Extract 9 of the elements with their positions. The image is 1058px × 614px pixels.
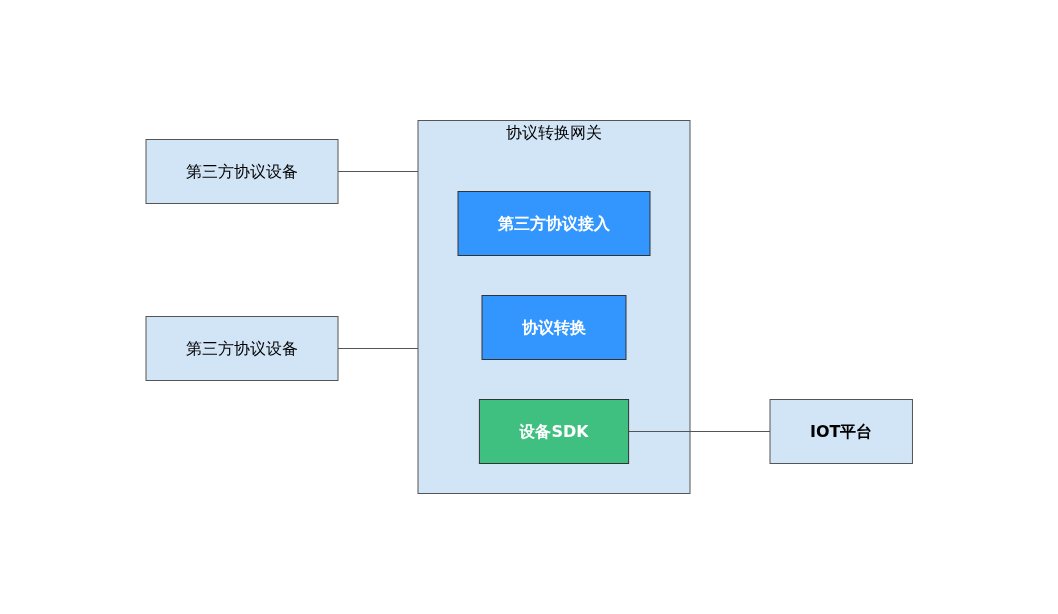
connector bbox=[627, 431, 771, 432]
node-box: 设备SDK bbox=[478, 399, 629, 464]
node-box: IOT平台 bbox=[769, 399, 913, 464]
node-box: 协议转换 bbox=[481, 295, 627, 360]
connector bbox=[337, 348, 419, 349]
node-box: 第三方协议接入 bbox=[457, 191, 651, 256]
node-box: 第三方协议设备 bbox=[145, 316, 339, 381]
connector bbox=[337, 171, 419, 172]
node-box: 第三方协议设备 bbox=[145, 139, 339, 204]
